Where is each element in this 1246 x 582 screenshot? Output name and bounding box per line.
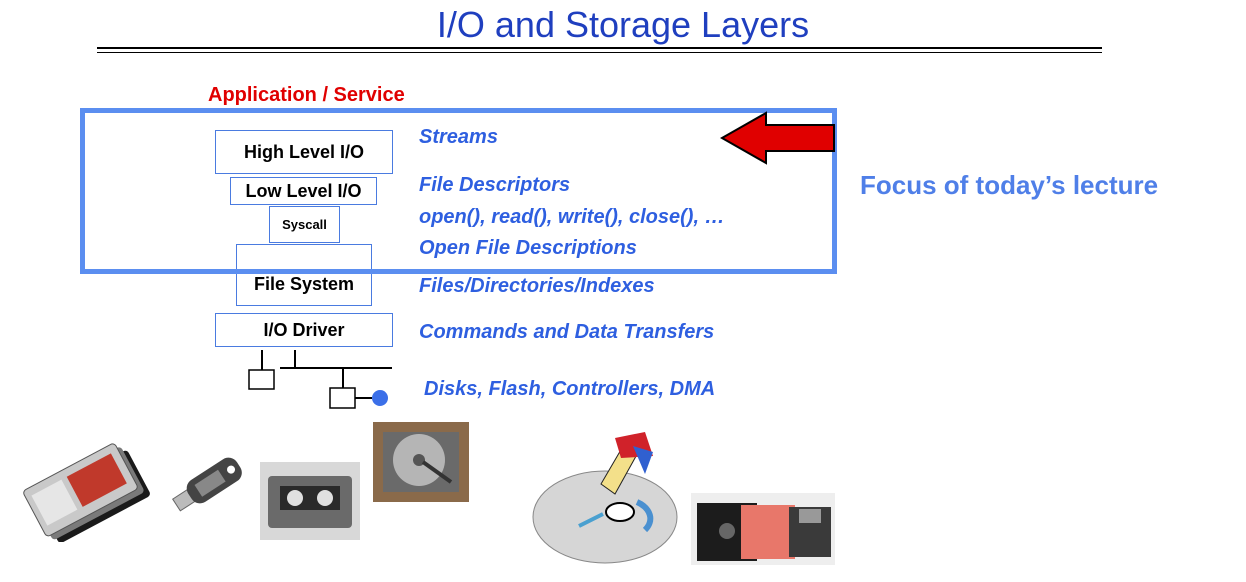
files-directories-label: Files/Directories/Indexes — [419, 275, 655, 297]
focus-frame — [80, 108, 837, 274]
title-divider — [97, 47, 1102, 49]
disks-label: Disks, Flash, Controllers, DMA — [424, 378, 716, 400]
file-system-box: File System — [236, 244, 372, 306]
syscall-box: Syscall — [269, 206, 340, 243]
open-file-descriptions-label: Open File Descriptions — [419, 237, 637, 259]
commands-label: Commands and Data Transfers — [419, 321, 715, 343]
floppy-disks-image — [691, 493, 835, 565]
device-bus-diagram — [248, 350, 392, 409]
focus-of-lecture-text: Focus of today’s lecture — [860, 170, 1159, 200]
disk-head-diagram-image — [532, 432, 678, 564]
application-service-label: Application / Service — [208, 84, 405, 106]
title-divider-thin — [97, 52, 1102, 53]
cassette-tape-image — [260, 462, 360, 540]
hard-disk-image — [373, 422, 469, 502]
high-level-io-box: High Level I/O — [215, 130, 393, 174]
ssd-drives-image — [23, 443, 150, 542]
red-arrow-icon — [720, 111, 835, 165]
syscalls-label: open(), read(), write(), close(), … — [419, 206, 725, 228]
usb-stick-image — [172, 457, 242, 512]
file-descriptors-label: File Descriptors — [419, 174, 571, 196]
io-driver-box: I/O Driver — [215, 313, 393, 347]
low-level-io-box: Low Level I/O — [230, 177, 377, 205]
slide-title: I/O and Storage Layers — [436, 4, 810, 45]
streams-label: Streams — [419, 126, 498, 148]
